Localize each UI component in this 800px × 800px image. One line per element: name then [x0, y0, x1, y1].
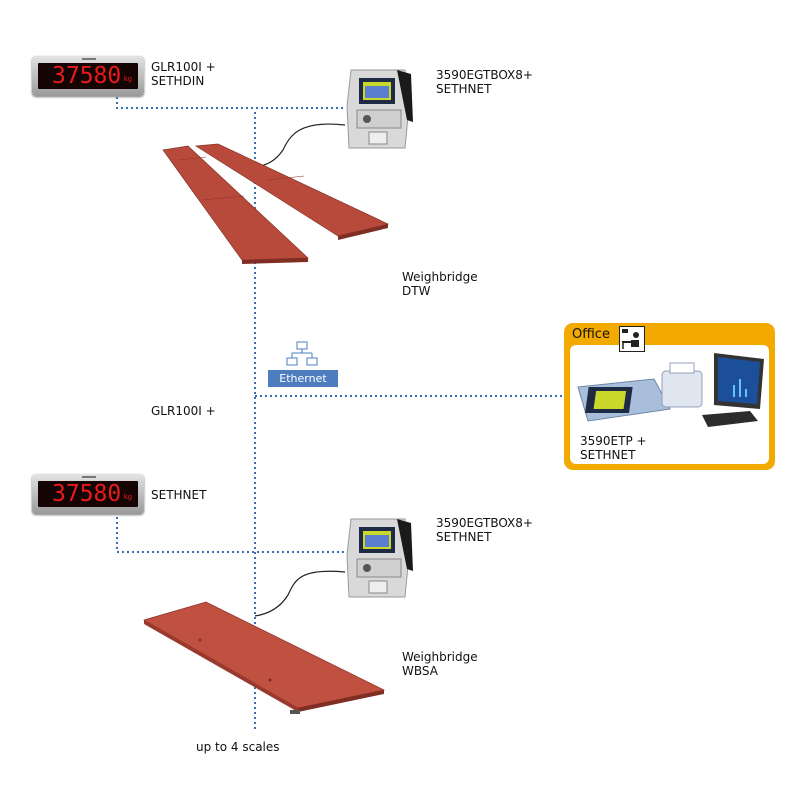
office-box: Office	[564, 323, 775, 470]
led-display-top: 37580 kg	[32, 56, 144, 96]
cable-top	[249, 123, 346, 169]
led-unit-bottom: kg	[123, 493, 132, 501]
terminal-bottom-label: 3590EGTBOX8+ SETHNET	[436, 516, 533, 544]
weighbridge-dtw-icon	[162, 143, 390, 264]
terminal-bottom-icon	[346, 518, 413, 598]
led-unit-top: kg	[123, 75, 132, 83]
terminal-top-label: 3590EGTBOX8+ SETHNET	[436, 68, 533, 96]
led-display-bottom: 37580 kg	[32, 474, 144, 514]
led-reading-top: 37580	[52, 63, 122, 89]
display-bottom-label-line2: SETHNET	[151, 488, 207, 502]
ethernet-badge: Ethernet	[268, 370, 338, 387]
scales-footer: up to 4 scales	[196, 740, 280, 754]
office-device-label: 3590ETP + SETHNET	[580, 434, 647, 462]
network-icon	[286, 341, 318, 366]
display-bottom-label-line1: GLR100I +	[151, 404, 216, 418]
led-reading-bottom: 37580	[52, 481, 122, 507]
cable-bottom	[254, 570, 346, 617]
link-display-bottom-terminal-bottom	[116, 517, 345, 553]
office-title: Office	[572, 327, 610, 342]
display-top-label: GLR100I + SETHDIN	[151, 60, 216, 88]
weighbridge-wbsa-label: Weighbridge WBSA	[402, 650, 478, 678]
weighbridge-dtw-label: Weighbridge DTW	[402, 270, 478, 298]
link-display-top-terminal-top	[116, 97, 345, 109]
office-worker-icon	[619, 326, 645, 352]
terminal-top-icon	[346, 69, 413, 149]
office-workstation-icon	[577, 353, 764, 427]
weighbridge-wbsa-icon	[143, 601, 386, 714]
